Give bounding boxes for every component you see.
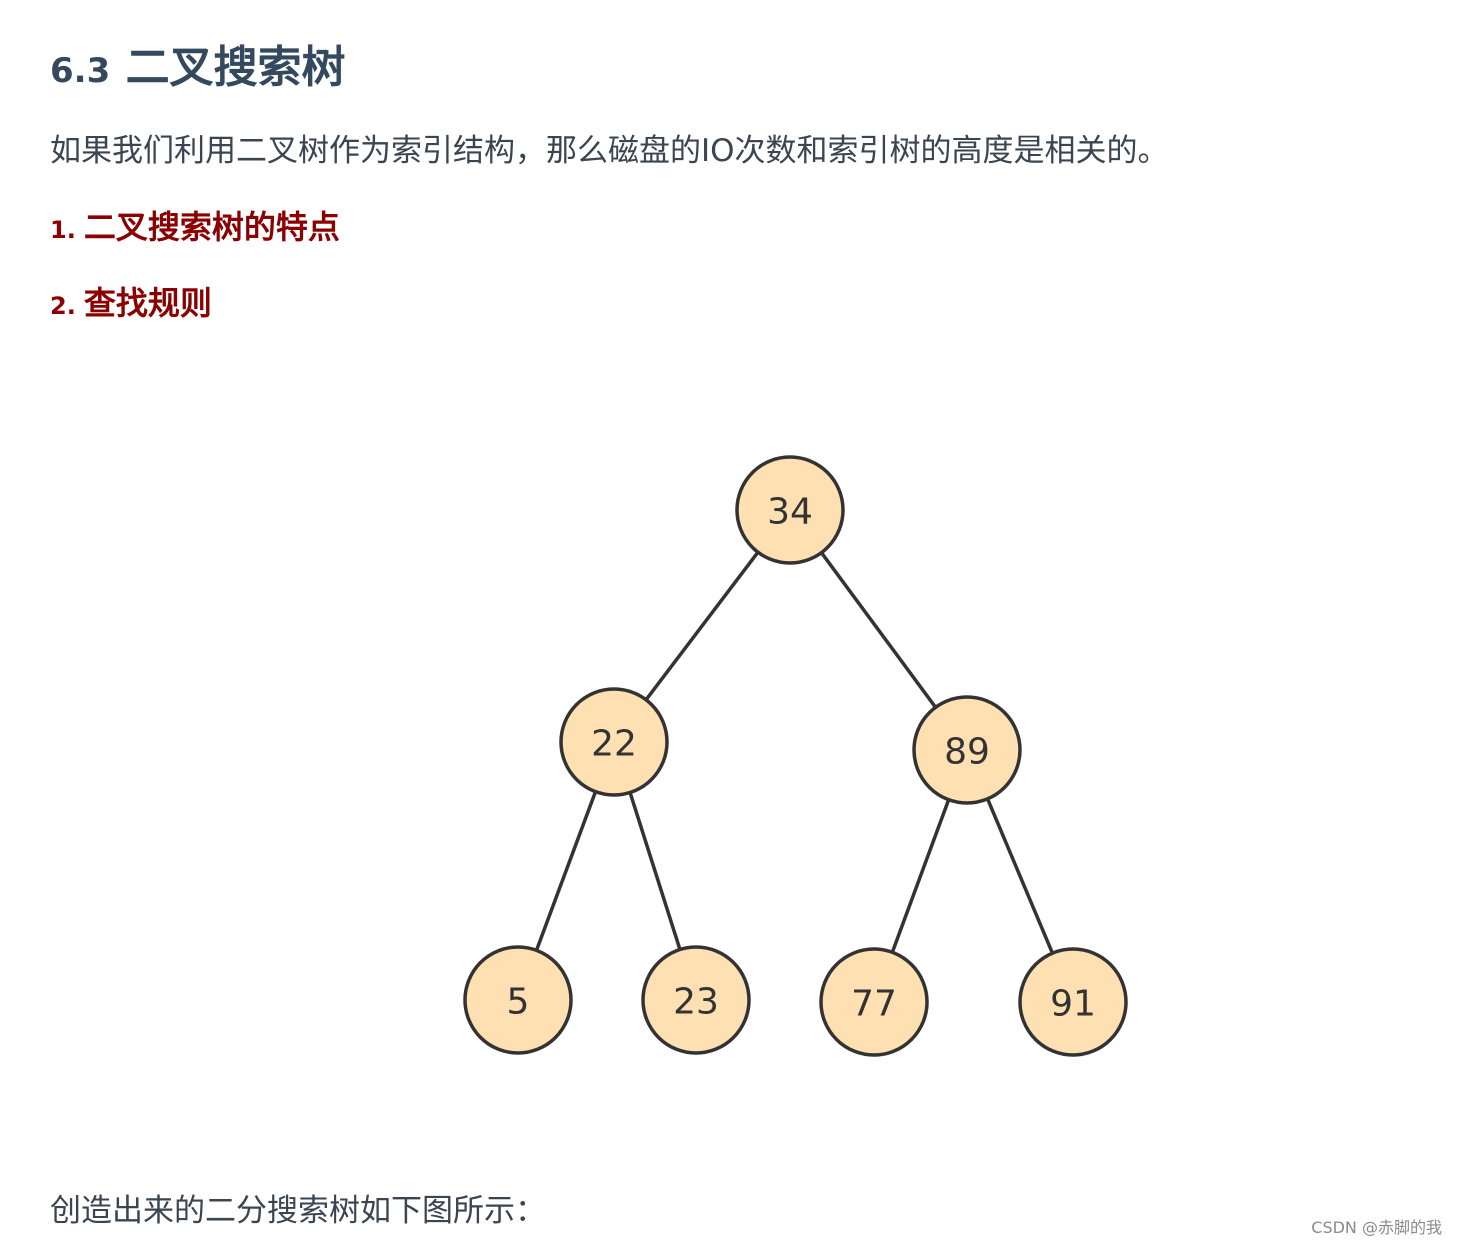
tree-node-23: 23 (641, 945, 751, 1055)
figure-caption: 创造出来的二分搜索树如下图所示： (50, 1193, 546, 1229)
tree-node-label: 91 (1050, 984, 1096, 1025)
tree-edge-n22-n23 (628, 791, 682, 951)
tree-nodes: 34 22 89 5 23 77 91 (463, 455, 1128, 1057)
tree-node-label: 34 (767, 492, 813, 533)
section-heading: 6.3 二叉搜索树 (50, 38, 346, 101)
tree-edge-n34-n22 (644, 551, 760, 701)
list-item-label: 二叉搜索树的特点 (83, 208, 340, 246)
tree-node-89: 89 (912, 695, 1022, 805)
tree-node-circle (463, 945, 573, 1055)
tree-node-label: 22 (591, 724, 637, 765)
tree-node-circle (559, 687, 669, 797)
tree-node-label: 89 (944, 732, 990, 773)
list-marker: 1. (50, 216, 76, 244)
tree-node-label: 23 (673, 982, 719, 1023)
tree-edge-n89-n91 (985, 798, 1055, 954)
tree-node-91: 91 (1018, 947, 1128, 1057)
tree-node-77: 77 (819, 947, 929, 1057)
tree-node-label: 5 (507, 982, 530, 1023)
tree-node-circle (819, 947, 929, 1057)
list-marker: 2. (50, 292, 76, 320)
list-item-label: 查找规则 (83, 284, 212, 322)
csdn-watermark: CSDN @赤脚的我 (1311, 1218, 1442, 1237)
tree-edge-n34-n89 (820, 551, 937, 709)
tree-node-circle (735, 455, 845, 565)
tree-node-34: 34 (735, 455, 845, 565)
tree-node-label: 77 (851, 984, 897, 1025)
list-item-bst-features: 1.二叉搜索树的特点 (50, 204, 340, 253)
tree-node-circle (641, 945, 751, 1055)
tree-edge-n89-n77 (890, 799, 951, 953)
list-item-search-rules: 2.查找规则 (50, 280, 212, 329)
tree-edges (534, 551, 1055, 954)
tree-node-circle (1018, 947, 1128, 1057)
tree-edge-n22-n5 (534, 791, 598, 951)
tree-node-22: 22 (559, 687, 669, 797)
tree-node-5: 5 (463, 945, 573, 1055)
section-title: 二叉搜索树 (125, 42, 346, 93)
section-number: 6.3 (50, 51, 111, 91)
intro-paragraph: 如果我们利用二叉树作为索引结构，那么磁盘的IO次数和索引树的高度是相关的。 (50, 133, 1169, 169)
tree-node-circle (912, 695, 1022, 805)
